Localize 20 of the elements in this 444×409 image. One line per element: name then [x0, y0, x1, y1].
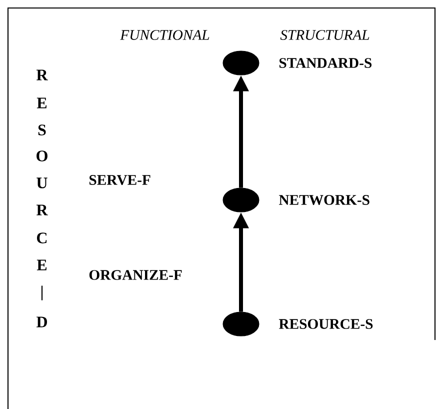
- vertical-letter: S: [38, 124, 46, 136]
- function-label: ORGANIZE-F: [89, 270, 182, 280]
- column-heading: STRUCTURAL: [280, 30, 370, 40]
- vertical-letter: D: [36, 316, 47, 328]
- column-heading: FUNCTIONAL: [120, 30, 210, 40]
- function-label: SERVE-F: [89, 175, 150, 185]
- dot: [222, 50, 260, 76]
- vertical-letter: E: [36, 98, 47, 108]
- vertical-letter: O: [36, 150, 48, 162]
- vertical-letter: U: [36, 178, 48, 188]
- vertical-letter: R: [36, 70, 48, 80]
- vertical-letter: C: [37, 232, 47, 244]
- node-label: RESOURCE-S: [278, 319, 373, 329]
- node-label: STANDARD-S: [279, 58, 372, 68]
- dot: [222, 312, 260, 336]
- vertical-letter: |: [41, 286, 43, 300]
- node-label: NETWORK-S: [278, 195, 370, 205]
- vertical-letter: E: [36, 260, 47, 270]
- dot: [222, 188, 260, 212]
- vertical-letter: R: [36, 204, 48, 216]
